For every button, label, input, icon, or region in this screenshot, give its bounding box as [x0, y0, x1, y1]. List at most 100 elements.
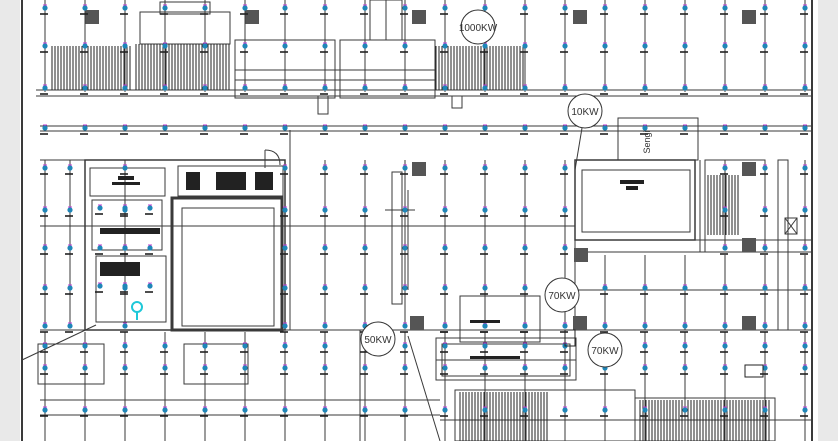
light-fixture [442, 343, 448, 349]
light-fixture [762, 285, 768, 291]
columns-layer [85, 10, 756, 330]
light-fixture [402, 285, 408, 291]
light-fixture [482, 85, 488, 91]
light-fixture [802, 125, 808, 131]
light-fixture [642, 43, 648, 49]
light-fixture [282, 165, 288, 171]
light-fixture [82, 125, 88, 131]
light-fixture [282, 5, 288, 11]
light-fixture [562, 407, 568, 413]
light-fixture [722, 207, 728, 213]
light-fixture [442, 165, 448, 171]
light-fixture [97, 283, 103, 289]
light-fixture [402, 323, 408, 329]
load-label-1000kw: 1000KW [459, 23, 498, 34]
light-fixture [802, 165, 808, 171]
column-square [742, 162, 756, 176]
light-fixture [602, 85, 608, 91]
load-callout-70kw-b: 70KW [587, 332, 623, 368]
light-fixture [562, 43, 568, 49]
light-fixture [162, 365, 168, 371]
light-fixture [362, 5, 368, 11]
light-fixture [602, 323, 608, 329]
light-fixture [67, 323, 73, 329]
light-fixture [242, 43, 248, 49]
light-fixture [122, 125, 128, 131]
light-fixture [162, 343, 168, 349]
light-fixture [802, 85, 808, 91]
light-fixture [282, 85, 288, 91]
light-fixture [642, 125, 648, 131]
load-label-70kw-a: 70KW [548, 291, 576, 302]
light-fixture [482, 407, 488, 413]
column-square [742, 238, 756, 252]
light-fixture [562, 245, 568, 251]
light-fixture [282, 43, 288, 49]
light-fixture [482, 323, 488, 329]
light-fixture [402, 5, 408, 11]
light-fixture [522, 343, 528, 349]
pin-marker-icon[interactable] [131, 301, 143, 320]
light-fixture [162, 5, 168, 11]
light-fixture [442, 85, 448, 91]
light-fixture [82, 85, 88, 91]
light-fixture [722, 323, 728, 329]
light-fixture [642, 365, 648, 371]
light-fixture [762, 323, 768, 329]
light-fixture [402, 407, 408, 413]
light-fixture [362, 43, 368, 49]
light-fixture [402, 165, 408, 171]
light-fixture [282, 407, 288, 413]
light-fixture [522, 125, 528, 131]
light-fixture [642, 343, 648, 349]
light-fixture [97, 245, 103, 251]
light-fixture [722, 365, 728, 371]
light-fixture [42, 207, 48, 213]
light-fixture [402, 343, 408, 349]
light-fixture [282, 285, 288, 291]
column-square [742, 10, 756, 24]
light-fixture [762, 207, 768, 213]
light-fixture [82, 343, 88, 349]
light-fixture [642, 407, 648, 413]
light-fixture [122, 323, 128, 329]
light-fixture [562, 125, 568, 131]
light-fixture [322, 5, 328, 11]
light-fixture [322, 285, 328, 291]
light-fixture [442, 125, 448, 131]
light-fixture [122, 85, 128, 91]
light-fixture [682, 323, 688, 329]
light-fixture [682, 365, 688, 371]
light-fixture [562, 365, 568, 371]
light-fixture [762, 343, 768, 349]
light-fixture [562, 207, 568, 213]
light-fixture [442, 365, 448, 371]
light-fixture [522, 207, 528, 213]
light-fixture [322, 323, 328, 329]
room-label-vertical: Sengi [642, 130, 652, 153]
load-label-10kw: 10KW [571, 107, 599, 118]
light-fixture [122, 43, 128, 49]
light-fixture [402, 43, 408, 49]
light-fixture [42, 5, 48, 11]
light-fixture [322, 207, 328, 213]
light-fixture [362, 165, 368, 171]
light-fixture [242, 343, 248, 349]
light-fixture [42, 245, 48, 251]
light-fixture [442, 407, 448, 413]
light-fixture [522, 285, 528, 291]
light-fixture [762, 165, 768, 171]
light-fixture [282, 125, 288, 131]
light-fixture [482, 365, 488, 371]
light-fixture [322, 245, 328, 251]
light-fixture [642, 85, 648, 91]
light-fixture [322, 125, 328, 131]
light-fixture [322, 365, 328, 371]
light-fixture [122, 245, 128, 251]
light-fixture [122, 365, 128, 371]
furniture-layer [100, 172, 764, 378]
light-fixture [67, 245, 73, 251]
light-fixture [482, 245, 488, 251]
light-fixture [147, 205, 153, 211]
